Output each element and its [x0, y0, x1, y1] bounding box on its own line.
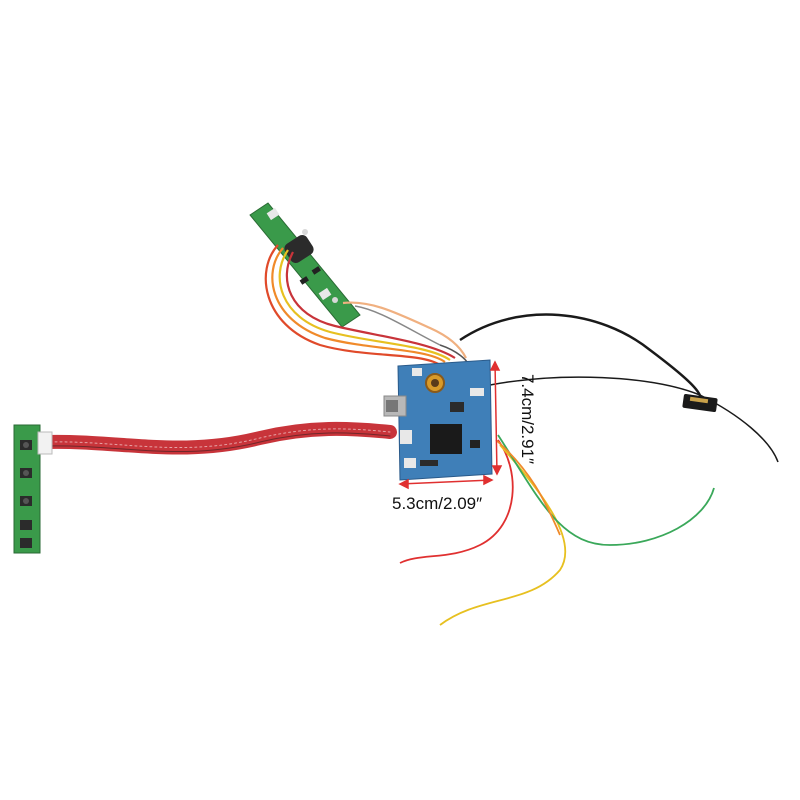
width-dimension [398, 474, 494, 490]
inverter-wires [264, 244, 467, 366]
edp-connector [682, 393, 718, 413]
width-measurement-label: 5.3cm/2.09″ [392, 494, 483, 513]
height-measurement-label: 7.4cm/2.91″ [518, 373, 538, 465]
driver-board [383, 359, 493, 481]
lvds-cable [459, 313, 779, 463]
key-board [13, 424, 53, 554]
main-chip [430, 424, 462, 454]
power-wires [399, 434, 715, 626]
ribbon-cable [38, 421, 397, 455]
height-dimension [489, 360, 503, 476]
